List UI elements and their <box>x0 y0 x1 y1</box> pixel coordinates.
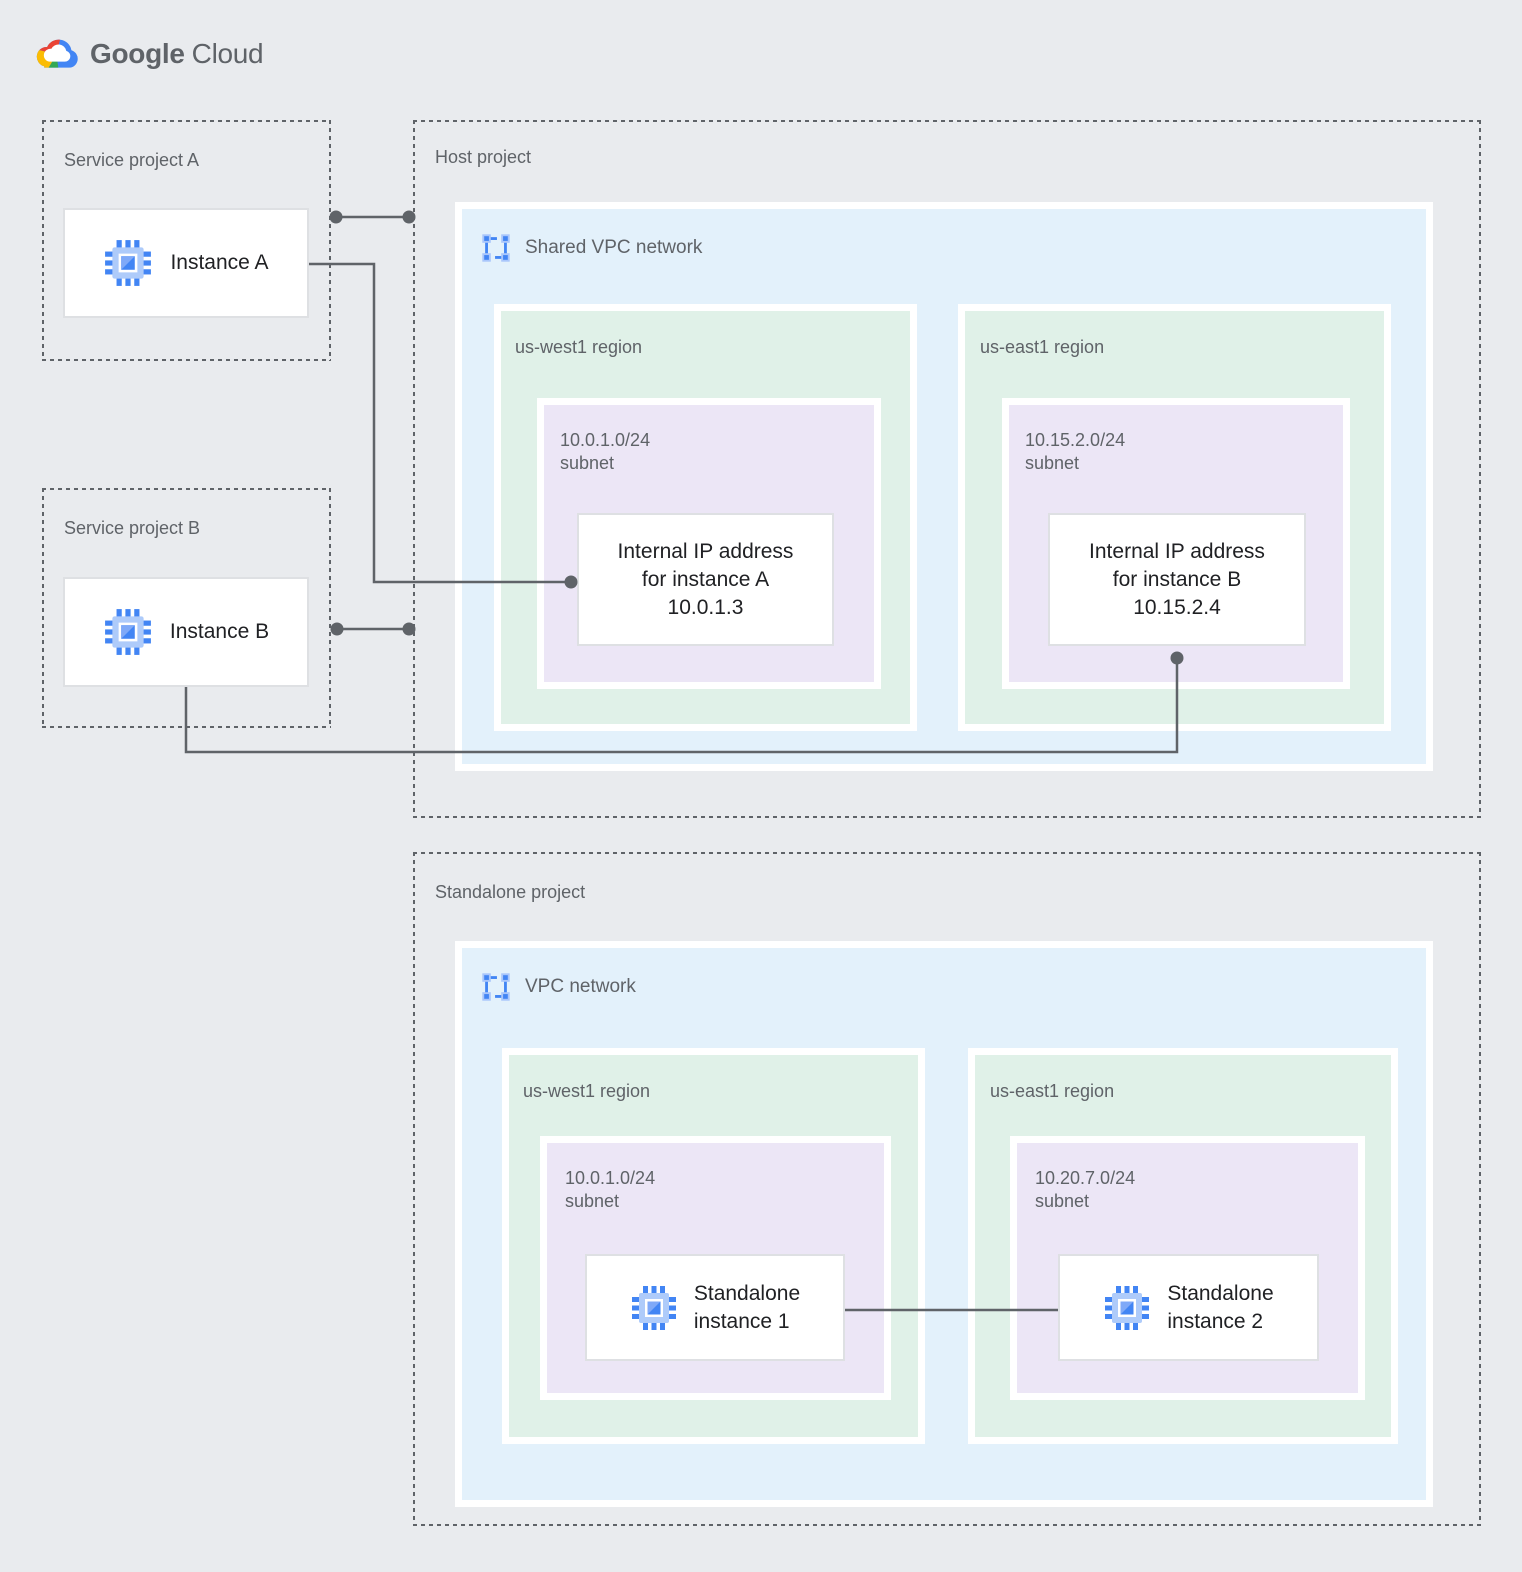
subnet-cidr: 10.0.1.0/24 <box>560 430 651 450</box>
host-subnet-us-west1: 10.0.1.0/24 subnet Internal IP address f… <box>537 398 881 689</box>
ip-card-line: 10.0.1.3 <box>667 595 744 619</box>
instance-line: instance 1 <box>693 1309 790 1333</box>
subnet-word: subnet <box>1035 1191 1090 1211</box>
shared-vpc-network-box: Shared VPC network us-west1 region 10.0.… <box>455 202 1433 771</box>
vpc-network-header: VPC network <box>479 970 636 1004</box>
service-project-b-title: Service project B <box>64 518 201 538</box>
logo-cloud: Cloud <box>191 37 264 69</box>
instance-line: Standalone <box>1167 1281 1274 1305</box>
host-region-us-west1: us-west1 region 10.0.1.0/24 subnet Inter… <box>494 304 917 731</box>
compute-chip-icon <box>630 1284 678 1332</box>
standalone-subnet-us-east1: 10.20.7.0/24 subnet Standalone instance … <box>1010 1136 1365 1400</box>
standalone-subnet-us-west1-label: 10.0.1.0/24 subnet <box>565 1167 655 1213</box>
vpc-network-box: VPC network us-west1 region 10.0.1.0/24 … <box>455 941 1433 1507</box>
instance-a-label: Instance A <box>170 251 269 274</box>
standalone-region-us-east1-label: us-east1 region <box>990 1081 1115 1101</box>
subnet-word: subnet <box>565 1191 620 1211</box>
standalone-instance-2-label: Standalone instance 2 <box>1167 1280 1273 1336</box>
host-subnet-us-east1-label: 10.15.2.0/24 subnet <box>1025 429 1125 475</box>
instance-b-card: Instance B <box>63 577 309 687</box>
host-region-us-east1-label: us-east1 region <box>980 337 1105 357</box>
internal-ip-instance-b-card: Internal IP address for instance B 10.15… <box>1048 513 1306 646</box>
instance-line: instance 2 <box>1167 1309 1264 1333</box>
subnet-cidr: 10.20.7.0/24 <box>1035 1168 1136 1188</box>
standalone-subnet-us-west1: 10.0.1.0/24 subnet Standalone instance 1 <box>540 1136 891 1400</box>
standalone-instance-2-card: Standalone instance 2 <box>1058 1254 1319 1361</box>
standalone-region-us-west1: us-west1 region 10.0.1.0/24 subnet Stand… <box>502 1048 925 1444</box>
standalone-region-us-east1: us-east1 region 10.20.7.0/24 subnet Stan… <box>968 1048 1398 1444</box>
compute-chip-icon <box>103 238 153 288</box>
standalone-subnet-us-east1-label: 10.20.7.0/24 subnet <box>1035 1167 1135 1213</box>
subnet-cidr: 10.15.2.0/24 <box>1025 430 1126 450</box>
ip-card-line: Internal IP address <box>1089 539 1265 563</box>
vpc-network-icon <box>479 970 513 1004</box>
logo-google: Google <box>90 37 185 69</box>
ip-card-line: Internal IP address <box>617 539 794 563</box>
instance-a-card: Instance A <box>63 208 309 318</box>
compute-chip-icon <box>1103 1284 1151 1332</box>
host-region-us-east1: us-east1 region 10.15.2.0/24 subnet Inte… <box>958 304 1391 731</box>
subnet-cidr: 10.0.1.0/24 <box>565 1168 656 1188</box>
connector-dot <box>329 210 343 224</box>
instance-b-label: Instance B <box>169 620 270 643</box>
subnet-word: subnet <box>1025 453 1080 473</box>
vpc-network-label: VPC network <box>525 976 636 997</box>
standalone-project-title: Standalone project <box>435 882 586 902</box>
service-project-b-box: Service project B Instance B <box>42 488 331 728</box>
internal-ip-instance-a-card: Internal IP address for instance A 10.0.… <box>577 513 834 646</box>
ip-card-line: for instance B <box>1112 567 1242 591</box>
host-region-us-west1-label: us-west1 region <box>515 337 643 357</box>
standalone-project-box: Standalone project VPC network us-west1 … <box>413 852 1481 1526</box>
ip-card-line: for instance A <box>641 567 770 591</box>
shared-vpc-label: Shared VPC network <box>525 237 703 258</box>
standalone-instance-1-label: Standalone instance 1 <box>694 1280 800 1336</box>
service-project-a-title: Service project A <box>64 150 200 170</box>
subnet-word: subnet <box>560 453 615 473</box>
host-project-title: Host project <box>435 147 532 167</box>
connector-dot <box>330 622 344 636</box>
standalone-region-us-west1-label: us-west1 region <box>523 1081 651 1101</box>
standalone-instance-1-card: Standalone instance 1 <box>585 1254 845 1361</box>
google-cloud-icon <box>33 36 80 71</box>
compute-chip-icon <box>103 607 153 657</box>
ip-card-line: 10.15.2.4 <box>1133 595 1221 619</box>
instance-line: Standalone <box>693 1281 801 1305</box>
host-subnet-us-west1-label: 10.0.1.0/24 subnet <box>560 429 650 475</box>
service-project-a-box: Service project A Instance A <box>42 120 331 361</box>
host-subnet-us-east1: 10.15.2.0/24 subnet Internal IP address … <box>1002 398 1350 689</box>
vpc-network-icon <box>479 231 513 265</box>
shared-vpc-header: Shared VPC network <box>479 231 702 265</box>
host-project-box: Host project Shared VPC network us-west1… <box>413 120 1481 818</box>
